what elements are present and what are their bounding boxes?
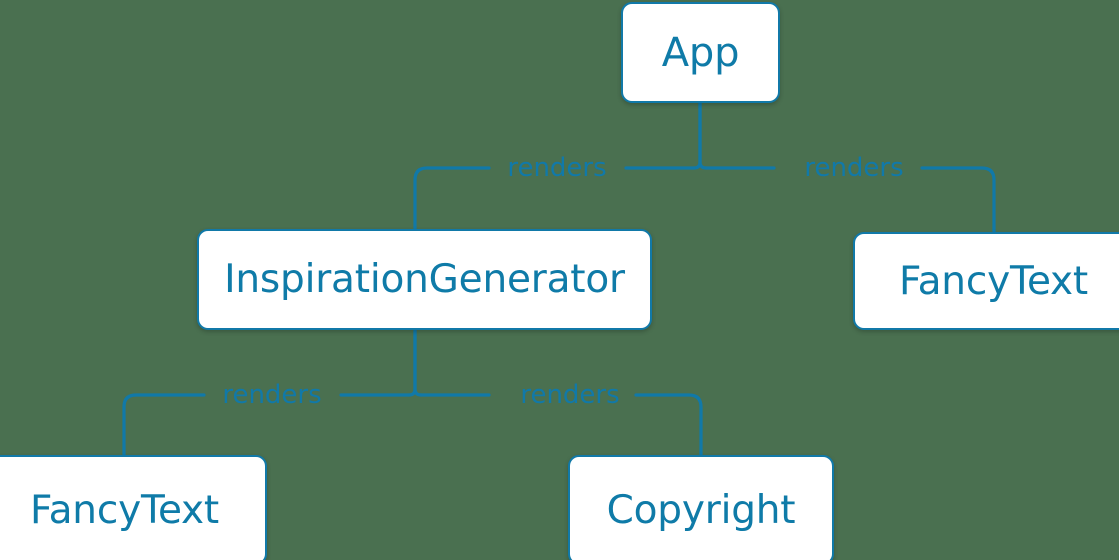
node-inspiration-generator-label: InspirationGenerator — [224, 257, 625, 302]
node-copyright-label: Copyright — [606, 487, 796, 533]
edge-label-inspiration-to-fancytext: renders — [222, 380, 322, 410]
node-inspiration-generator[interactable]: InspirationGenerator — [197, 229, 652, 330]
edge-app-to-fancytext-bus-right — [920, 166, 996, 234]
edge-label-inspiration-to-copyright: renders — [520, 380, 620, 410]
edge-app-to-inspiration-bus-left — [413, 166, 491, 231]
edge-inspiration-stem-right — [413, 328, 423, 397]
edge-label-app-to-inspiration: renders — [507, 153, 607, 183]
edge-inspiration-to-fancytext-bus-left — [122, 393, 206, 457]
node-fancytext-right-label: FancyText — [898, 258, 1089, 304]
node-app-label: App — [661, 29, 740, 76]
node-fancytext-bottom-label: FancyText — [29, 487, 220, 533]
node-fancytext-right[interactable]: FancyText — [853, 232, 1119, 330]
node-fancytext-bottom[interactable]: FancyText — [0, 455, 267, 560]
edge-app-stem-right — [698, 101, 708, 170]
edge-inspiration-to-copyright-bus-right — [634, 393, 703, 457]
edge-label-app-to-fancytext: renders — [804, 153, 904, 183]
node-copyright[interactable]: Copyright — [568, 455, 834, 560]
node-app[interactable]: App — [621, 2, 780, 103]
